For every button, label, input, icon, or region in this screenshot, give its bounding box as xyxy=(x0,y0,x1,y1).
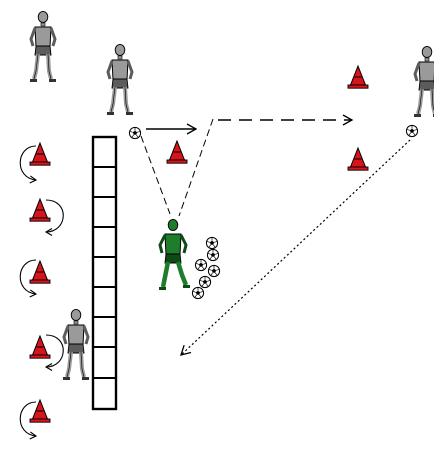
agility-ladder-icon xyxy=(91,135,118,411)
soccer-ball-icon xyxy=(205,236,219,250)
soccer-ball-icon xyxy=(191,286,205,300)
player-figure-icon xyxy=(159,219,190,290)
training-cone-icon xyxy=(347,65,369,89)
player-figure-icon xyxy=(105,42,135,117)
run-lines-dashed xyxy=(140,118,214,217)
training-cone-icon xyxy=(29,260,51,284)
player-figure-icon xyxy=(412,44,434,119)
soccer-ball-icon xyxy=(207,264,221,278)
long-pass-dotted xyxy=(180,139,411,356)
training-cone-icon xyxy=(29,399,51,423)
training-cone-icon xyxy=(166,140,188,164)
soccer-ball-icon xyxy=(128,126,142,140)
rotation-arrow-icon xyxy=(46,200,63,232)
training-cone-icon xyxy=(29,335,51,359)
soccer-ball-icon xyxy=(198,275,212,289)
soccer-ball-icon xyxy=(194,258,208,272)
soccer-ball-icon xyxy=(405,124,419,138)
soccer-ball-icon xyxy=(206,248,220,262)
training-cone-icon xyxy=(347,147,369,171)
rotation-arrow-icon xyxy=(46,335,63,367)
player-figure-icon xyxy=(28,9,58,84)
training-cone-icon xyxy=(29,198,51,222)
player-figure-icon xyxy=(61,307,91,382)
